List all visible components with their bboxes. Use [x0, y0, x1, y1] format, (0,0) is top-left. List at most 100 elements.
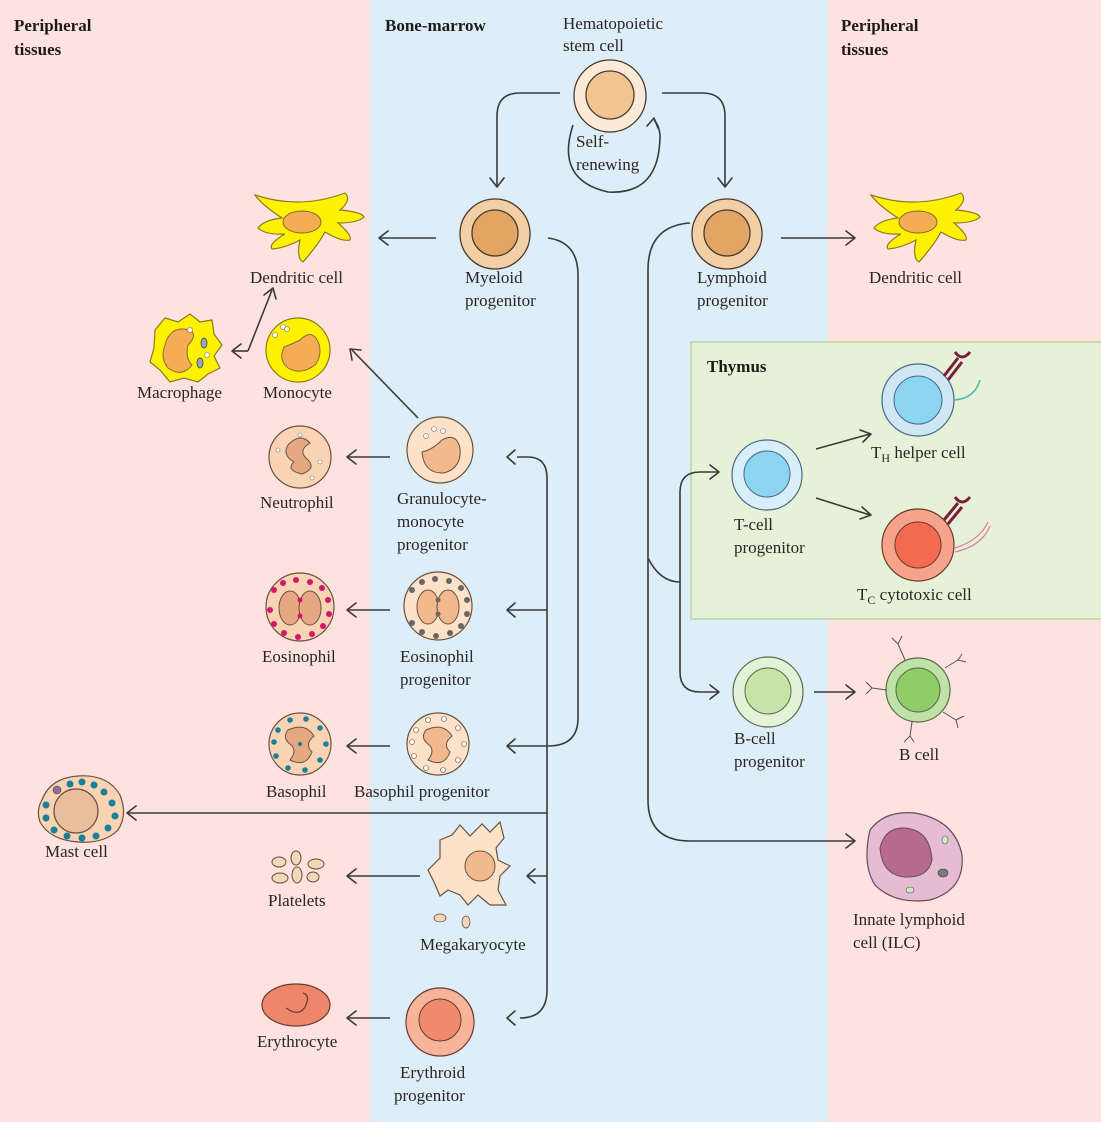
lymphoid-progenitor-icon: [691, 198, 763, 270]
arrowhead-left-icon: [346, 1010, 357, 1026]
macrophage-icon: [149, 313, 223, 383]
megakaryocyte-icon: [427, 820, 512, 929]
dendritic-cell-right-icon: [869, 192, 981, 263]
to-t-prog: [647, 471, 718, 583]
arrowhead-left-icon: [346, 738, 357, 754]
macrophage-label: Macrophage: [137, 383, 222, 402]
lymphoid-label: Lymphoid: [697, 268, 767, 287]
neutrophil-label: Neutrophil: [260, 493, 334, 512]
gm-progenitor-label-2: monocyte: [397, 512, 464, 531]
gm-progenitor-label: Granulocyte-: [397, 489, 487, 508]
arrowhead-icon: [646, 117, 659, 129]
megakaryocyte-label: Megakaryocyte: [420, 935, 526, 954]
eos-progenitor-label: Eosinophil: [400, 647, 474, 666]
arrowhead-left-icon: [346, 449, 357, 465]
platelets-icon: [271, 850, 325, 884]
arrowhead-left-icon: [506, 449, 516, 465]
th-helper-cell-icon: [881, 351, 981, 437]
innate-lymphoid-cell-icon: [866, 812, 963, 902]
baso-progenitor-label: Basophil progenitor: [354, 782, 490, 801]
ilc-label-2: cell (ILC): [853, 933, 921, 952]
arrowhead-right-icon: [845, 833, 856, 849]
arrowhead-right-icon: [845, 684, 856, 700]
left-region-title: Peripheral: [14, 16, 92, 35]
tc-label: TC cytotoxic cell: [857, 585, 972, 607]
arrowhead-left-icon: [526, 868, 536, 884]
arrowhead-right-icon: [709, 464, 720, 480]
left-peripheral-region: [0, 0, 370, 1122]
arrowhead-icon: [263, 287, 277, 300]
eosinophil-icon: [265, 572, 335, 642]
arrowhead-right-icon: [845, 230, 856, 246]
t-to-th-line: [815, 433, 871, 450]
mono-to-dendritic-line: [247, 289, 273, 352]
mast-cell-label: Mast cell: [45, 842, 108, 861]
hsc-label: Hematopoietic: [563, 14, 664, 33]
hematopoietic-stem-cell-icon: [573, 59, 647, 133]
th-label: TH helper cell: [871, 443, 966, 465]
erythroid-label-2: progenitor: [394, 1086, 465, 1105]
arrowhead-left-icon: [378, 230, 389, 246]
left-region-title-2: tissues: [14, 40, 62, 59]
lymphoid-label-2: progenitor: [697, 291, 768, 310]
erythroid-label: Erythroid: [400, 1063, 466, 1082]
right-region-title-2: tissues: [841, 40, 889, 59]
self-renewing-label: Self-: [576, 132, 609, 151]
ilc-label: Innate lymphoid: [853, 910, 965, 929]
basophil-label: Basophil: [266, 782, 327, 801]
tc-cytotoxic-cell-icon: [881, 496, 991, 582]
basophil-progenitor-icon: [406, 712, 470, 776]
thymus-title: Thymus: [707, 357, 767, 376]
arrowhead-icon: [859, 506, 872, 520]
myeloid-progenitor-icon: [459, 198, 531, 270]
platelets-label: Platelets: [268, 891, 326, 910]
b-cell-label: B cell: [899, 745, 939, 764]
eosinophil-label: Eosinophil: [262, 647, 336, 666]
hsc-label-2: stem cell: [563, 36, 624, 55]
connectors: [126, 92, 872, 1026]
to-b-prog: [679, 582, 718, 693]
dendritic-right-label: Dendritic cell: [869, 268, 962, 287]
hsc-to-lymphoid-line: [662, 92, 726, 186]
dendritic-cell-left-icon: [253, 192, 365, 263]
dendritic-left-label: Dendritic cell: [250, 268, 343, 287]
erythroid-progenitor-icon: [405, 987, 475, 1057]
b-cell-progenitor-icon: [732, 656, 804, 728]
erythrocyte-label: Erythrocyte: [257, 1032, 337, 1051]
monocyte-icon: [265, 317, 331, 383]
neutrophil-icon: [268, 425, 332, 489]
myeloid-trunk: [517, 456, 548, 1019]
monocyte-label: Monocyte: [263, 383, 332, 402]
b-cell-icon: [865, 635, 967, 743]
arrowhead-left-icon: [506, 738, 516, 754]
myeloid-label: Myeloid: [465, 268, 523, 287]
arrowhead-icon: [349, 348, 362, 361]
eosinophil-progenitor-icon: [403, 571, 473, 641]
erythrocyte-icon: [261, 983, 331, 1027]
granulocyte-monocyte-progenitor-icon: [406, 416, 474, 484]
right-region-title: Peripheral: [841, 16, 919, 35]
arrowhead-icon: [859, 429, 872, 443]
eos-progenitor-label-2: progenitor: [400, 670, 471, 689]
mast-cell-icon: [37, 775, 125, 843]
basophil-icon: [268, 712, 332, 776]
t-to-tc-line: [815, 497, 871, 516]
myeloid-bracket: [547, 237, 579, 747]
b-progenitor-label: B-cell: [734, 729, 776, 748]
arrowhead-left-icon: [506, 1010, 516, 1026]
myeloid-label-2: progenitor: [465, 291, 536, 310]
bone-marrow-title: Bone-marrow: [385, 16, 486, 35]
self-renewing-label-2: renewing: [576, 155, 640, 174]
arrowhead-left-icon: [506, 602, 516, 618]
arrowhead-left-icon: [346, 602, 357, 618]
gm-to-monocyte-line: [351, 349, 419, 419]
arrowhead-down-icon: [489, 177, 505, 188]
arrowhead-left-icon: [231, 343, 242, 359]
b-progenitor-label-2: progenitor: [734, 752, 805, 771]
t-progenitor-label: T-cell: [734, 515, 773, 534]
arrowhead-down-icon: [717, 177, 733, 188]
arrowhead-left-icon: [126, 805, 137, 821]
hsc-to-myeloid-line: [496, 92, 560, 186]
lymphoid-trunk: [647, 222, 855, 842]
